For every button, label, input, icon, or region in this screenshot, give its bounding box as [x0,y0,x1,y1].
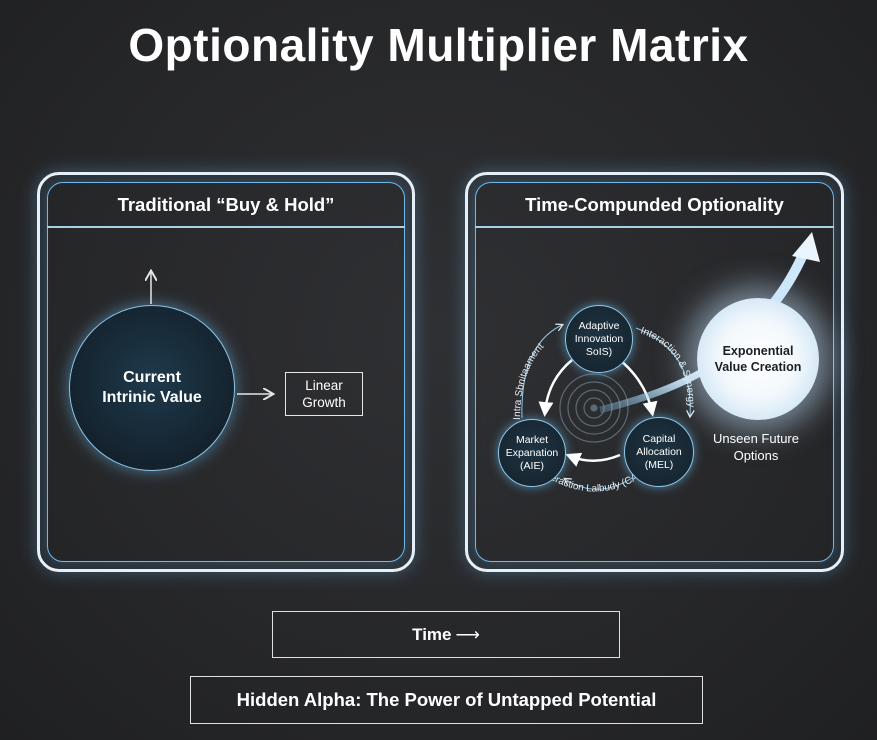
exponential-value-orb: Exponential Value Creation [697,298,819,420]
linear-growth-label: Linear Growth [302,378,346,410]
node-adaptive-innovation: Adaptive Innovation SoIS) [565,305,633,373]
node-adaptive-innovation-label: Adaptive Innovation SoIS) [574,319,624,358]
hidden-alpha-box: Hidden Alpha: The Power of Untapped Pote… [190,676,703,724]
node-market-expansion-label: Market Expanation (AIE) [505,433,559,472]
optionality-panel-divider [475,226,834,228]
traditional-panel-divider [47,226,405,228]
time-arrow-icon: ⟶ [455,624,480,644]
time-box: Time ⟶ [272,611,620,658]
node-capital-allocation: Capital Allocation (MEL) [624,417,694,487]
unseen-options-label: Unseen Future Options [713,431,799,463]
time-label: Time [412,624,452,644]
node-capital-allocation-label: Capital Allocation (MEL) [636,432,682,471]
traditional-panel-inner-border [47,182,405,562]
optionality-panel-inner-border [475,182,834,562]
exponential-value-label: Exponential Value Creation [714,344,802,374]
traditional-panel-title: Traditional “Buy & Hold” [117,194,335,215]
current-value-circle: Current Intrinic Value [69,305,235,471]
traditional-panel: Traditional “Buy & Hold” [37,172,415,572]
diagram-title: Optionality Multiplier Matrix [128,19,749,71]
node-market-expansion: Market Expanation (AIE) [498,419,566,487]
linear-growth-box: Linear Growth [285,372,363,416]
current-value-label: Current Intrinic Value [102,369,202,406]
optionality-panel: Time-Compunded Optionality [465,172,844,572]
hidden-alpha-label: Hidden Alpha: The Power of Untapped Pote… [236,689,657,710]
optionality-panel-title: Time-Compunded Optionality [525,194,784,215]
